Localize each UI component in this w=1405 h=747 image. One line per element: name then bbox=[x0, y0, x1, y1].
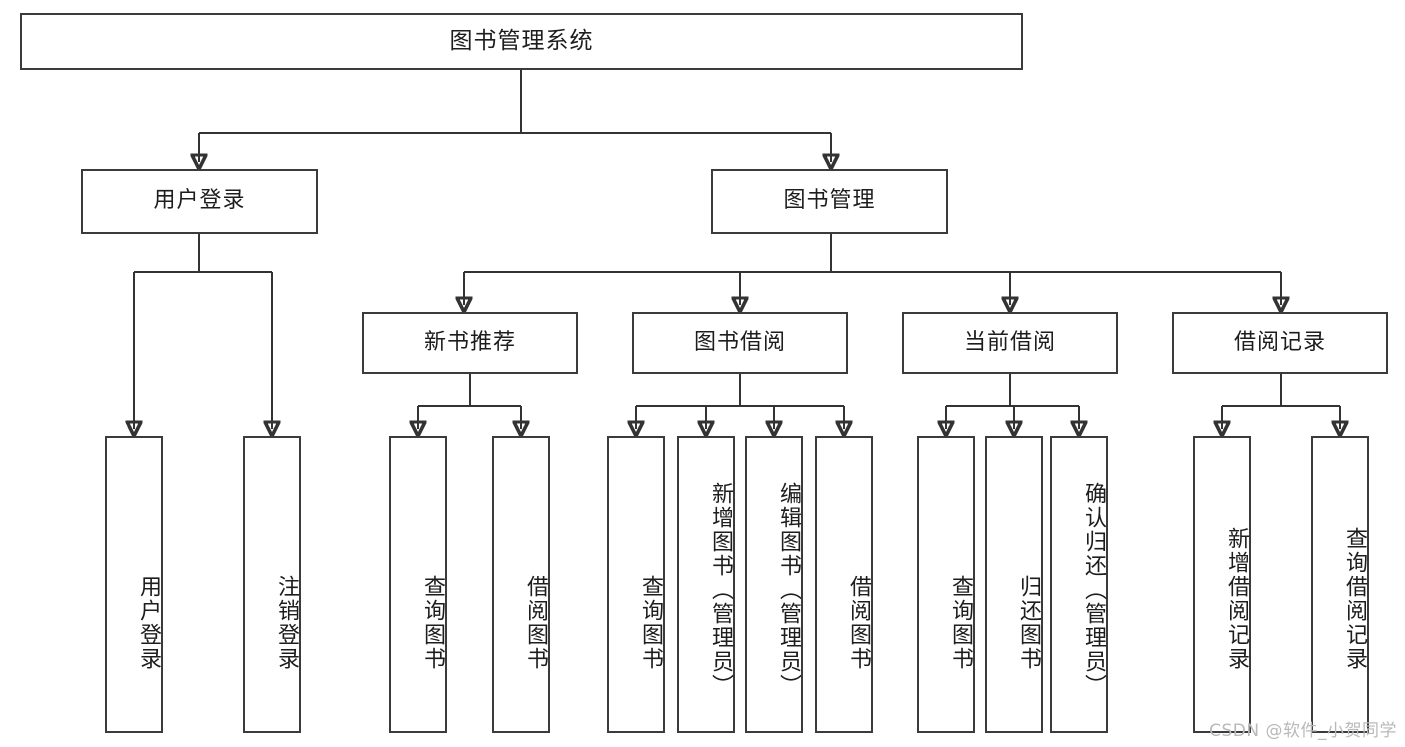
leaf-add-borrow-record[interactable]: 新增借阅记录 bbox=[1193, 436, 1251, 733]
leaf-borrow-book-2[interactable]: 借阅图书 bbox=[815, 436, 873, 733]
leaf-query-borrow-record-label: 查询借阅记录 bbox=[1342, 526, 1367, 671]
node-user-login[interactable]: 用户登录 bbox=[81, 169, 318, 234]
node-new-book-recommend[interactable]: 新书推荐 bbox=[362, 312, 578, 374]
csdn-watermark: CSDN @软件_小贺同学 bbox=[1209, 721, 1397, 741]
leaf-query-book-1-label: 查询图书 bbox=[420, 574, 445, 671]
node-borrow-record[interactable]: 借阅记录 bbox=[1172, 312, 1388, 374]
node-borrow-record-label: 借阅记录 bbox=[1233, 329, 1326, 355]
leaf-return-book-label: 归还图书 bbox=[1016, 574, 1041, 671]
leaf-query-book-2-label: 查询图书 bbox=[638, 574, 663, 671]
node-book-borrow[interactable]: 图书借阅 bbox=[632, 312, 848, 374]
leaf-user-login-label: 用户登录 bbox=[136, 574, 161, 671]
node-book-borrow-label: 图书借阅 bbox=[693, 329, 786, 355]
node-new-book-recommend-label: 新书推荐 bbox=[423, 329, 516, 355]
leaf-add-book-label: 新增图书（管理员） bbox=[708, 481, 733, 698]
leaf-query-book-3-label: 查询图书 bbox=[948, 574, 973, 671]
leaf-add-borrow-record-label: 新增借阅记录 bbox=[1224, 526, 1249, 671]
leaf-confirm-return-label: 确认归还（管理员） bbox=[1081, 481, 1106, 698]
leaf-borrow-book-1-label: 借阅图书 bbox=[523, 574, 548, 671]
leaf-user-login[interactable]: 用户登录 bbox=[105, 436, 163, 733]
leaf-borrow-book-1[interactable]: 借阅图书 bbox=[492, 436, 550, 733]
node-current-borrow[interactable]: 当前借阅 bbox=[902, 312, 1118, 374]
leaf-return-book[interactable]: 归还图书 bbox=[985, 436, 1043, 733]
leaf-add-book[interactable]: 新增图书（管理员） bbox=[677, 436, 735, 733]
leaf-confirm-return[interactable]: 确认归还（管理员） bbox=[1050, 436, 1108, 733]
leaf-user-logout[interactable]: 注销登录 bbox=[243, 436, 301, 733]
node-root-label: 图书管理系统 bbox=[449, 27, 594, 54]
node-user-login-label: 用户登录 bbox=[153, 188, 246, 214]
node-root-book-management-system[interactable]: 图书管理系统 bbox=[20, 13, 1023, 70]
leaf-borrow-book-2-label: 借阅图书 bbox=[846, 574, 871, 671]
node-current-borrow-label: 当前借阅 bbox=[963, 329, 1056, 355]
leaf-query-book-2[interactable]: 查询图书 bbox=[607, 436, 665, 733]
leaf-query-book-3[interactable]: 查询图书 bbox=[917, 436, 975, 733]
leaf-query-borrow-record[interactable]: 查询借阅记录 bbox=[1311, 436, 1369, 733]
node-book-management[interactable]: 图书管理 bbox=[711, 169, 948, 234]
leaf-query-book-1[interactable]: 查询图书 bbox=[389, 436, 447, 733]
leaf-user-logout-label: 注销登录 bbox=[274, 574, 299, 671]
node-book-management-label: 图书管理 bbox=[783, 188, 876, 214]
leaf-edit-book-label: 编辑图书（管理员） bbox=[776, 481, 801, 698]
leaf-edit-book[interactable]: 编辑图书（管理员） bbox=[745, 436, 803, 733]
